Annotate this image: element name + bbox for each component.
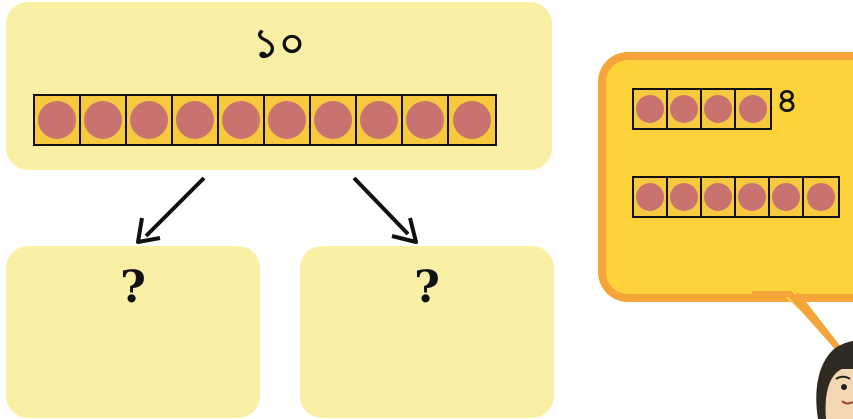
arrow-right-head (391, 217, 418, 244)
frame-cell (702, 90, 736, 128)
frame-cell (736, 90, 770, 128)
counter-dot (222, 101, 260, 139)
arrow-right (352, 176, 410, 236)
ten-frame (33, 94, 497, 146)
arrow-left (144, 176, 206, 238)
counter-dot (670, 183, 698, 211)
counter-dot (636, 95, 664, 123)
counter-dot (314, 101, 352, 139)
counter-dot (738, 183, 766, 211)
counter-dot (38, 101, 76, 139)
speech-bubble-tail (752, 291, 841, 351)
counter-dot (130, 101, 168, 139)
counter-dot (807, 183, 835, 211)
frame-cell (311, 96, 357, 144)
part-box-right: ? (300, 246, 554, 418)
total-number: ১০ (253, 21, 305, 67)
frame-cell (173, 96, 219, 144)
counter-dot (704, 183, 732, 211)
frame-cell (634, 178, 668, 216)
counter-dot (636, 183, 664, 211)
frame-cell (736, 178, 770, 216)
frame-cell (403, 96, 449, 144)
question-mark-right: ? (414, 262, 440, 313)
frame-cell (804, 178, 838, 216)
frame-cell (770, 178, 804, 216)
counter-dot (176, 101, 214, 139)
arrow-left-head (136, 217, 161, 244)
counter-dot (406, 101, 444, 139)
bubble-number: ৪ (776, 81, 799, 121)
counter-dot (772, 183, 800, 211)
counter-dot (704, 95, 732, 123)
counter-dot (268, 101, 306, 139)
counter-dot (360, 101, 398, 139)
part-box-left: ? (6, 246, 260, 418)
counter-dot (739, 95, 767, 123)
four-frame (632, 88, 772, 130)
frame-cell (634, 90, 668, 128)
frame-cell (702, 178, 736, 216)
frame-cell (265, 96, 311, 144)
frame-cell (127, 96, 173, 144)
frame-cell (449, 96, 495, 144)
frame-cell (668, 90, 702, 128)
question-mark-left: ? (120, 262, 146, 313)
frame-cell (668, 178, 702, 216)
six-frame (632, 176, 840, 218)
counter-dot (670, 95, 698, 123)
frame-cell (219, 96, 265, 144)
counter-dot (453, 101, 491, 139)
counter-dot (84, 101, 122, 139)
frame-cell (35, 96, 81, 144)
girl-character-icon (816, 341, 853, 419)
frame-cell (81, 96, 127, 144)
frame-cell (357, 96, 403, 144)
